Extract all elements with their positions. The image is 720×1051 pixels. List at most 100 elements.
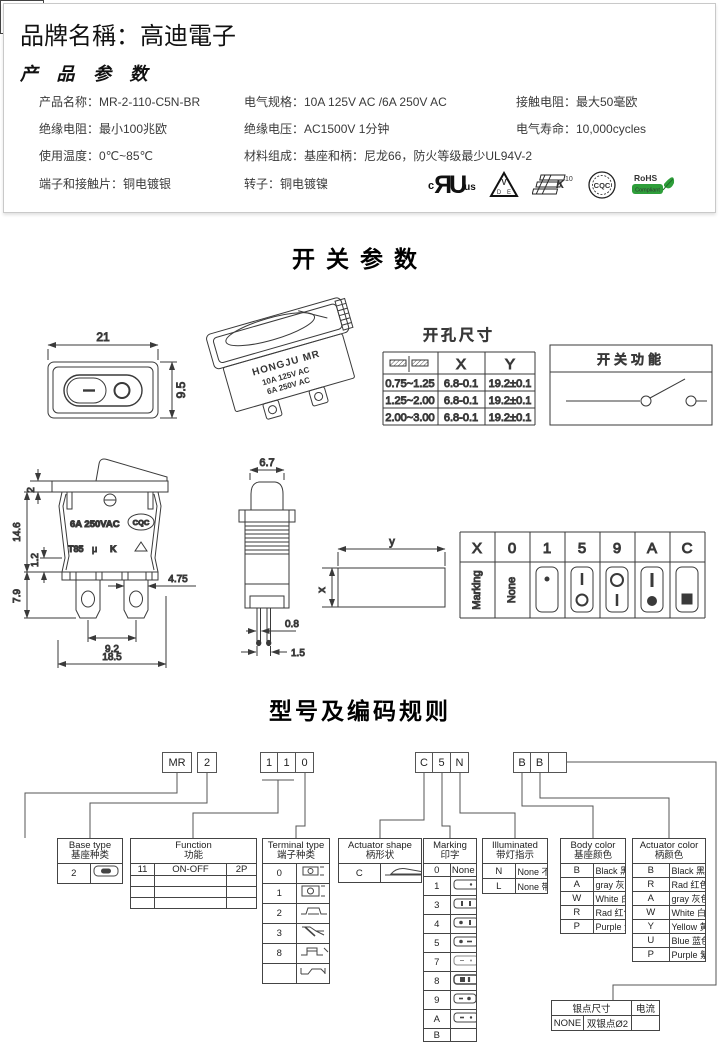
vde-cert-icon: V D E	[489, 171, 519, 197]
silver-none: NONE	[551, 1015, 584, 1031]
terminal-code-2: 2	[262, 903, 297, 924]
body-color-label-w: White 白色	[592, 891, 626, 906]
function-code: 11	[130, 863, 155, 876]
act-color-code-r: R	[632, 877, 670, 892]
param-rotor-plating: 转子：铜电镀镍	[244, 177, 329, 191]
act-color-label-b: Black 黑色	[668, 863, 706, 878]
ul-c-label: c	[428, 180, 435, 192]
terminal-code-8	[262, 963, 297, 984]
param-product-name: 产品名称：MR-2-110-C5N-BR	[39, 95, 201, 109]
terminal-icon-8	[300, 968, 325, 975]
act-color-label-a: gray 灰色	[668, 891, 706, 906]
function-en: Function	[175, 839, 212, 851]
marking-cn: 印字	[440, 850, 460, 861]
act-color-code-b: B	[632, 863, 670, 878]
base-type-en: Base type	[68, 839, 112, 851]
ek-k: K	[556, 177, 566, 191]
hole-r2c1: 1.25~2.00	[385, 395, 434, 407]
illuminated-label-l: None 带灯	[514, 878, 548, 894]
hole-r2c2: 6.8-0.1	[444, 395, 478, 407]
dim-1-5: 1.5	[291, 648, 305, 659]
mark-col-9: 9	[613, 540, 621, 557]
terminal-icon-2	[300, 907, 327, 915]
ek-cert-icon: K 10	[531, 174, 573, 195]
marking-en: Marking	[433, 839, 467, 851]
body-color-label-b: Black 黑色	[592, 863, 626, 878]
marking-code-a: A	[423, 1009, 451, 1029]
rohs-cert-icon: RoHS Compliant	[631, 173, 674, 194]
coding-connector-lines	[24, 761, 717, 1000]
code-cell-s1: C	[415, 752, 433, 773]
silver-size-header: 银点尺寸	[550, 1000, 633, 1016]
dim-4-75: 4.75	[168, 574, 188, 585]
function-cn: 功能	[184, 850, 204, 861]
cqc-cert-icon: CQC	[588, 171, 616, 199]
code-cell-c2: B	[531, 752, 549, 773]
hole-r1c1: 0.75~1.25	[385, 378, 434, 390]
code-cell-c3	[549, 752, 567, 773]
marking-code-4: 4	[423, 914, 451, 934]
dim-7-9: 7.9	[12, 589, 23, 603]
code-cell-f2: 1	[278, 752, 296, 773]
body-color-label-p: Purple 紫色	[592, 919, 626, 934]
panel-thickness-icon	[389, 359, 407, 367]
side-mu-text: μ	[92, 544, 97, 554]
code-cell-f3: 0	[296, 752, 314, 773]
hole-r1c2: 6.8-0.1	[444, 378, 478, 390]
marking-code-0: 0	[423, 863, 451, 877]
switch-function-title: 开关功能	[597, 352, 665, 367]
hole-size-title: 开孔尺寸	[423, 327, 495, 344]
marking-code-1: 1	[423, 876, 451, 896]
product-params-heading: 产 品 参 数	[20, 64, 155, 84]
marking-code-table	[459, 531, 706, 619]
mark-col-c: C	[682, 540, 693, 557]
side-k-text: K	[110, 544, 117, 554]
dim-1-2: 1.2	[30, 553, 41, 567]
dim-14-6: 14.6	[12, 522, 23, 542]
terminal-code-5: 8	[262, 943, 297, 964]
param-material: 材料组成：基座和柄：尼龙66，防火等级最少UL94V-2	[244, 149, 533, 163]
act-color-label-r: Rad 红色	[668, 877, 706, 892]
terminal-code-3: 3	[262, 923, 297, 944]
actuator-shape-icon	[384, 868, 421, 876]
code-box-base: 2	[197, 752, 217, 773]
code-cell-c1: B	[513, 752, 531, 773]
body-color-code-a: A	[560, 877, 594, 892]
param-insulation-resistance: 绝缘电阻：最小100兆欧	[39, 122, 168, 136]
base-type-code: 2	[57, 863, 91, 884]
hole-r3c3: 19.2±0.1	[489, 412, 532, 424]
silver-value: 双银点Ø2	[582, 1015, 633, 1031]
act-color-label-y: Yellow 黄色	[668, 919, 706, 934]
coding-rules-heading: 型号及编码规则	[269, 698, 451, 724]
marking-code-7: 7	[423, 952, 451, 972]
body-color-cn: 基座颜色	[573, 850, 612, 861]
dim-x: x	[316, 587, 328, 593]
dim-front-width: 21	[96, 330, 110, 344]
illuminated-en: Illuminated	[492, 839, 538, 851]
marking-icon-a	[647, 573, 657, 606]
terminal-code-0: 0	[262, 863, 297, 884]
brand-title: 品牌名稱：高迪電子	[20, 23, 236, 50]
body-color-code-w: W	[560, 891, 594, 906]
switch-function-box	[549, 344, 713, 426]
mark-col-a: A	[647, 540, 657, 557]
dim-2: 2	[26, 487, 37, 493]
body-color-en: Body color	[570, 839, 616, 851]
marking-row-icon-4	[453, 917, 476, 928]
rohs-label: RoHS	[634, 173, 657, 183]
marking-row-icon-7	[453, 955, 476, 966]
base-type-cn: 基座种类	[70, 850, 109, 861]
act-color-label-u: Blue 蓝色	[668, 933, 706, 948]
code-box-color-group: B B	[513, 752, 567, 773]
silver-current-value	[631, 1015, 661, 1031]
marking-row-icon-9	[453, 993, 476, 1004]
body-color-code-b: B	[560, 863, 594, 878]
marking-row-icon-3	[453, 898, 476, 909]
act-color-code-w: W	[632, 905, 670, 920]
